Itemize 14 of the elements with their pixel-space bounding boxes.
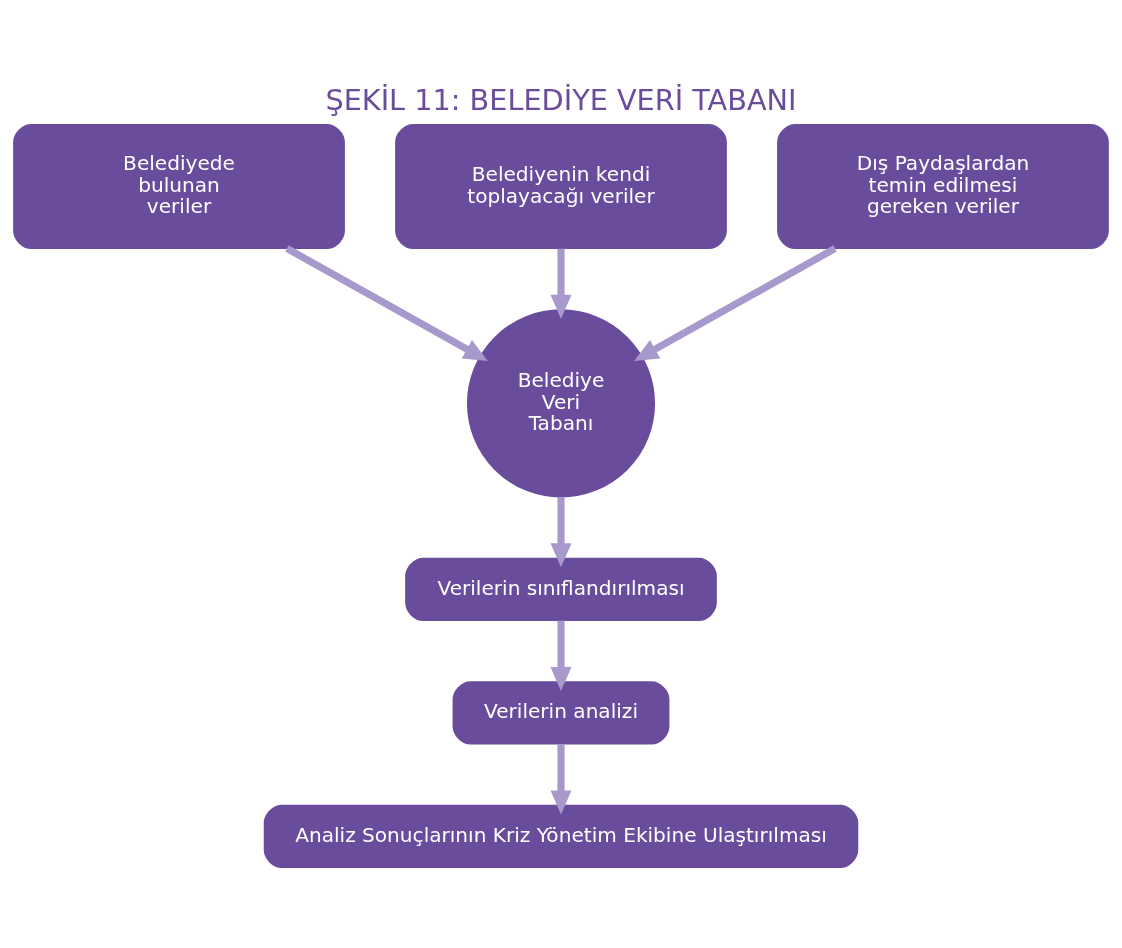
node-box: Analiz Sonuçlarının Kriz Yönetim Ekibine Ulaştırılması	[263, 804, 859, 868]
node-box: Belediyenin kendi toplayacağı veriler	[395, 123, 727, 249]
diagram-title: ŞEKİL 11: BELEDİYE VERİ TABANI	[325, 82, 797, 117]
node-box: Dış Paydaşlardan temin edilmesi gereken veriler	[777, 123, 1109, 249]
arrow	[550, 620, 572, 691]
node-circle: Belediye Veri Tabanı	[466, 308, 656, 497]
arrow	[550, 743, 572, 814]
arrow	[634, 244, 837, 361]
node-box: Verilerin sınıflandırılması	[405, 557, 717, 621]
node-box: Belediyede bulunan veriler	[13, 123, 345, 249]
arrow	[285, 244, 488, 361]
node-box: Verilerin analizi	[452, 680, 670, 744]
arrow	[550, 496, 572, 567]
arrow	[550, 248, 572, 319]
